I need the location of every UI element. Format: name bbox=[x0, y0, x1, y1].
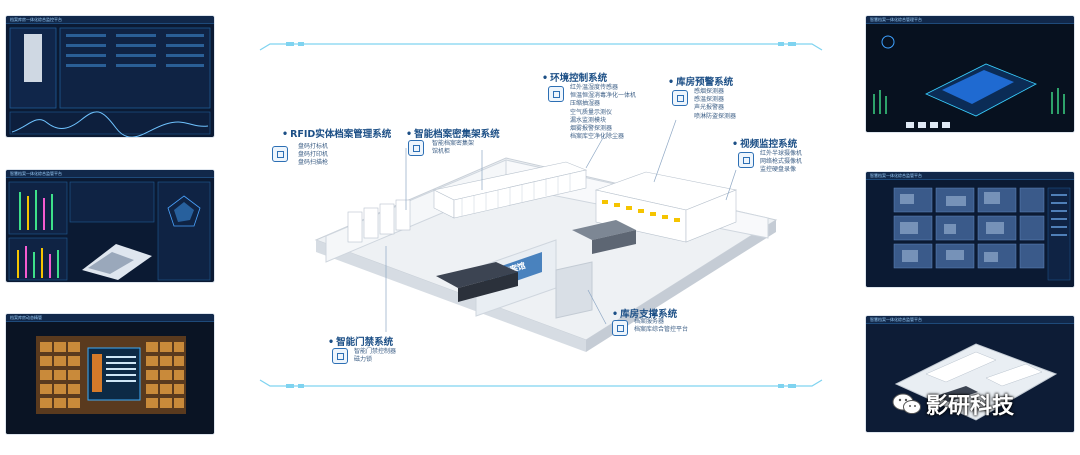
3d-view-icon bbox=[866, 324, 1074, 432]
video-item: 监控硬盘录像 bbox=[760, 166, 797, 174]
bullet-icon: • bbox=[612, 309, 619, 320]
door-system-label: 智能门禁系统 bbox=[336, 337, 394, 348]
frame-bottom-border bbox=[259, 379, 823, 388]
rfid-items: 盘码打标机 盘码打印机 盘码扫描枪 bbox=[298, 143, 328, 168]
warning-system-title: •库房预警系统 bbox=[668, 74, 733, 88]
wechat-watermark: 影研科技 bbox=[892, 388, 1014, 420]
door-item: 智能门禁控制器 bbox=[354, 348, 397, 355]
thumbnail-title: 智慧档案一体化综合监管平台 bbox=[870, 172, 922, 178]
thumbnail-monitor-dashboard[interactable]: 档案库房一体化综合监控平台 bbox=[6, 16, 214, 137]
video-items: 红外半球摄像机 网络枪式摄像机 监控硬盘录像 bbox=[760, 150, 802, 175]
warning-item: 声光报警器 bbox=[694, 104, 725, 112]
video-item: 红外半球摄像机 bbox=[760, 150, 803, 157]
thumbnail-title: 档案库房动态精管 bbox=[10, 314, 42, 320]
support-items: 档案服务器 档案库综合管控平台 bbox=[634, 318, 688, 334]
warning-item: 感温探测器 bbox=[694, 96, 725, 104]
video-wall-icon bbox=[866, 180, 1074, 287]
isometric-archive-room: 智慧档案馆 bbox=[314, 119, 778, 352]
bullet-icon: • bbox=[668, 77, 675, 88]
rfid-system-label: RFID实体档案管理系统 bbox=[290, 129, 392, 140]
thumbnail-3d-overview[interactable]: 智慧档案一体化综合管理平台 bbox=[866, 16, 1074, 132]
env-system-icon bbox=[548, 86, 564, 102]
smart-shelf-item: 馆机柜 bbox=[432, 148, 451, 156]
door-item: 磁力锁 bbox=[354, 356, 373, 364]
brand-name: 影研科技 bbox=[926, 394, 1015, 419]
env-item: 烟雾报警探测器 bbox=[570, 125, 613, 133]
shelf-system-icon bbox=[408, 140, 424, 156]
support-item: 档案库综合管控平台 bbox=[634, 326, 689, 334]
dashboard-icon bbox=[9, 27, 211, 137]
door-system-title: •智能门禁系统 bbox=[328, 334, 393, 348]
smart-shelf-system-label: 智能档案密集架系统 bbox=[414, 129, 500, 140]
thumbnail-video-wall[interactable]: 智慧档案一体化综合监管平台 bbox=[866, 172, 1074, 287]
env-item: 压缩抽湿器 bbox=[570, 100, 601, 108]
bullet-icon: • bbox=[282, 129, 289, 140]
bullet-icon: • bbox=[732, 139, 739, 150]
env-item: 红外温湿度传感器 bbox=[570, 84, 619, 91]
rfid-item: 盘码打印机 bbox=[298, 151, 329, 159]
rfid-icon bbox=[272, 146, 288, 162]
env-system-label: 环境控制系统 bbox=[550, 73, 608, 84]
door-icon bbox=[332, 348, 348, 364]
smart-shelf-items: 智能档案密集架 馆机柜 bbox=[432, 140, 474, 156]
warning-system-icon bbox=[672, 90, 688, 106]
dashboard-icon bbox=[8, 181, 211, 281]
video-system-label: 视频监控系统 bbox=[740, 139, 798, 150]
env-items: 红外温湿度传感器 恒温恒湿消毒净化一体机 压缩抽湿器 空气质量示测仪 漏水监测模… bbox=[570, 84, 636, 141]
support-system-title: •库房支撑系统 bbox=[612, 306, 677, 320]
bullet-icon: • bbox=[328, 337, 335, 348]
thumbnail-title: 智慧档案一体化综合管理平台 bbox=[870, 16, 922, 22]
thumbnail-titlebar: 档案库房动态精管 bbox=[6, 314, 214, 322]
thumbnail-titlebar: 智慧档案一体化综合监管平台 bbox=[866, 172, 1074, 180]
rfid-system-title: •RFID实体档案管理系统 bbox=[282, 126, 391, 140]
env-system-title: •环境控制系统 bbox=[542, 70, 607, 84]
thumbnail-titlebar: 智慧档案一体化综合管理平台 bbox=[866, 16, 1074, 24]
thumbnail-shelf-view[interactable]: 档案库房动态精管 bbox=[6, 314, 214, 434]
warning-item: 喷淋防盗探测器 bbox=[694, 112, 737, 120]
support-system-label: 库房支撑系统 bbox=[620, 309, 678, 320]
shelf-icon bbox=[6, 322, 214, 434]
warning-system-label: 库房预警系统 bbox=[676, 77, 734, 88]
3d-view-icon bbox=[866, 24, 1074, 132]
warning-items: 感烟探测器 感温探测器 声光报警器 喷淋防盗探测器 bbox=[694, 88, 736, 121]
rfid-item: 盘码打标机 bbox=[298, 143, 329, 150]
bullet-icon: • bbox=[542, 73, 549, 84]
warning-item: 感烟探测器 bbox=[694, 88, 725, 95]
smart-shelf-item: 智能档案密集架 bbox=[432, 140, 475, 147]
smart-shelf-system-title: •智能档案密集架系统 bbox=[406, 126, 500, 140]
wechat-icon bbox=[892, 393, 921, 414]
video-item: 网络枪式摄像机 bbox=[760, 158, 803, 166]
video-system-title: •视频监控系统 bbox=[732, 136, 797, 150]
thumbnail-titlebar: 智慧档案一体化综合监管平台 bbox=[6, 170, 214, 178]
thumbnail-3d-floorplan[interactable]: 智慧档案一体化综合监管平台 bbox=[866, 316, 1074, 432]
thumbnail-title: 智慧档案一体化综合监管平台 bbox=[10, 170, 62, 176]
thumbnail-titlebar: 智慧档案一体化综合监管平台 bbox=[866, 316, 1074, 324]
rfid-item: 盘码扫描枪 bbox=[298, 159, 329, 167]
door-items: 智能门禁控制器 磁力锁 bbox=[354, 348, 396, 364]
support-item: 档案服务器 bbox=[634, 318, 665, 325]
thumbnail-supervision-platform[interactable]: 智慧档案一体化综合监管平台 bbox=[6, 170, 214, 282]
frame-top-border bbox=[259, 42, 823, 51]
camera-icon bbox=[738, 152, 754, 168]
thumbnail-title: 档案库房一体化综合监控平台 bbox=[10, 16, 62, 22]
thumbnail-titlebar: 档案库房一体化综合监控平台 bbox=[6, 16, 214, 24]
env-item: 空气质量示测仪 bbox=[570, 108, 613, 116]
thumbnail-title: 智慧档案一体化综合监管平台 bbox=[870, 316, 922, 322]
env-item: 漏水监测模块 bbox=[570, 116, 607, 124]
server-icon bbox=[612, 320, 628, 336]
bullet-icon: • bbox=[406, 129, 413, 140]
env-item: 恒温恒湿消毒净化一体机 bbox=[570, 92, 637, 100]
system-architecture-diagram: 智慧档案馆 •RFID实体档案管理系统 盘码打标机 盘码打印机 盘码扫描枪 bbox=[256, 40, 826, 390]
env-item: 档案库空净化除尘器 bbox=[570, 133, 625, 141]
